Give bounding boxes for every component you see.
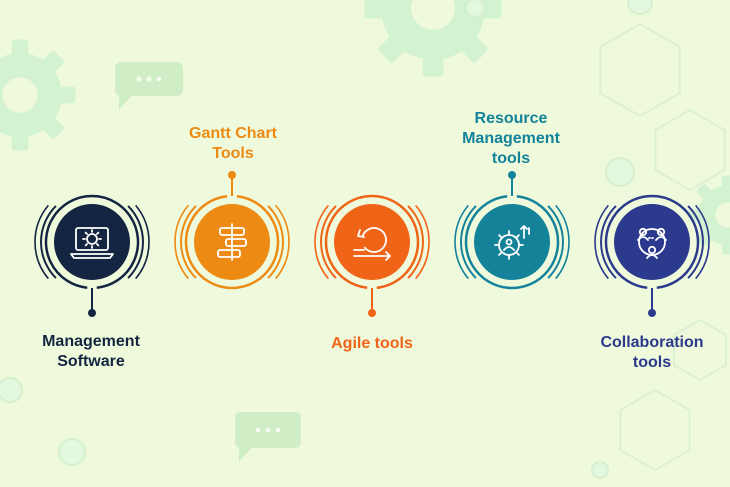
- tool-node: [314, 194, 430, 317]
- gantt-bars-icon: [217, 223, 247, 261]
- label-gantt-chart-tools: Gantt Chart Tools: [158, 124, 308, 164]
- decor-dot: [605, 157, 635, 187]
- mid-arc-left: [600, 205, 617, 279]
- decor-hexagon: [619, 388, 691, 472]
- tool-node: [34, 194, 150, 317]
- label-management-software: Management Software: [16, 332, 166, 372]
- label-line: Management: [42, 333, 140, 350]
- decor-dot: [591, 461, 609, 479]
- tool-node: [454, 171, 570, 290]
- node-disc: [614, 204, 690, 280]
- laptop-gear-icon: [70, 227, 114, 259]
- label-agile-tools: Agile tools: [297, 334, 447, 354]
- connector-dot: [228, 171, 236, 179]
- decor-gear-icon: [688, 175, 730, 255]
- outer-arc-right: [555, 204, 570, 280]
- ring-arc: [44, 194, 140, 289]
- outer-arc-right: [135, 204, 150, 280]
- mid-arc-left: [40, 205, 57, 279]
- mid-arc-right: [267, 205, 284, 279]
- label-line: Gantt Chart: [189, 125, 277, 142]
- ring-arc: [604, 194, 700, 289]
- outer-arc-right: [695, 204, 710, 280]
- decor-hexagon: [673, 318, 727, 382]
- ring-arc: [464, 195, 560, 290]
- connector-dot: [508, 171, 516, 179]
- label-line: Software: [57, 353, 125, 370]
- connector-dot: [368, 309, 376, 317]
- outer-arc-left: [34, 204, 49, 280]
- team-network-icon: [637, 227, 667, 259]
- mid-arc-left: [320, 205, 337, 279]
- label-line: Tools: [212, 145, 254, 162]
- decor-dot: [0, 377, 23, 403]
- agile-cycle-icon: [353, 227, 391, 261]
- decor-chat-bubble-icon: [115, 62, 183, 110]
- decor-hexagon: [654, 108, 726, 192]
- decor-hexagon: [599, 22, 681, 118]
- connector-dot: [648, 309, 656, 317]
- node-disc: [54, 204, 130, 280]
- mid-arc-right: [127, 205, 144, 279]
- label-line: Collaboration: [600, 334, 704, 351]
- mid-arc-right: [547, 205, 564, 279]
- label-collaboration-tools: Collaboration tools: [577, 333, 727, 373]
- mid-arc-left: [180, 205, 197, 279]
- decor-chat-bubble-icon: [235, 412, 301, 462]
- decor-gear-icon: [0, 39, 76, 151]
- decor-dot: [465, 0, 485, 18]
- label-resource-management-tools: Resource Management tools: [436, 109, 586, 169]
- outer-arc-right: [275, 204, 290, 280]
- ring-arc: [324, 194, 420, 289]
- connector-dot: [88, 309, 96, 317]
- decor-dot: [627, 0, 653, 15]
- label-line: Resource: [474, 110, 548, 127]
- label-line: Management: [462, 130, 560, 147]
- decor-dot: [58, 438, 86, 466]
- mid-arc-right: [407, 205, 424, 279]
- outer-arc-left: [454, 204, 469, 280]
- tool-node: [174, 171, 290, 290]
- label-line: tools: [632, 354, 672, 371]
- tool-nodes: [34, 171, 710, 317]
- outer-arc-right: [415, 204, 430, 280]
- tool-node: [594, 194, 710, 317]
- ring-arc: [184, 195, 280, 290]
- node-disc: [334, 204, 410, 280]
- outer-arc-left: [594, 204, 609, 280]
- label-line: tools: [491, 150, 531, 167]
- mid-arc-right: [687, 205, 704, 279]
- resource-gear-icon: [494, 225, 530, 260]
- mid-arc-left: [460, 205, 477, 279]
- label-line: Agile tools: [331, 335, 413, 352]
- outer-arc-left: [174, 204, 189, 280]
- outer-arc-left: [314, 204, 329, 280]
